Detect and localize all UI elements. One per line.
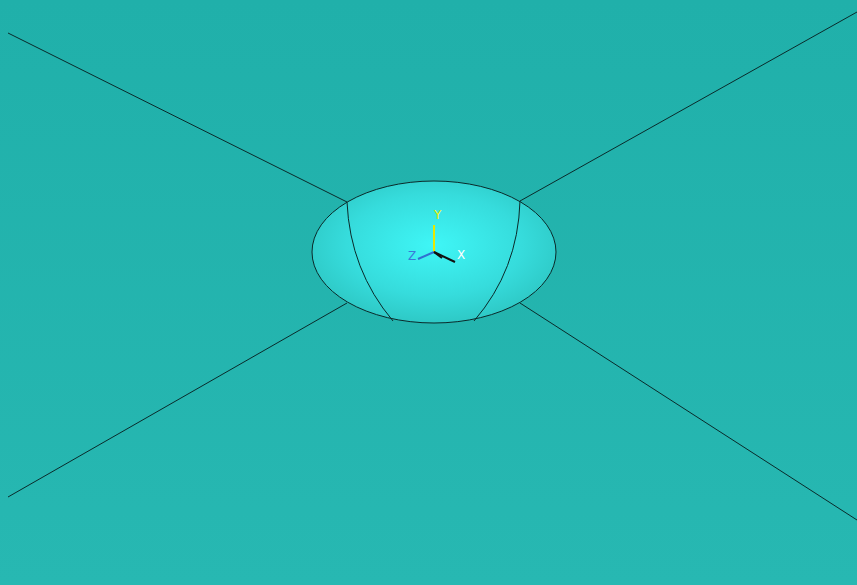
axis-label: X [457, 249, 465, 261]
axis-label: Y [434, 209, 441, 221]
axis-label: Z [408, 250, 416, 262]
dimple-edges [347, 201, 520, 321]
axis-triad [418, 225, 455, 262]
edge-lines [8, 12, 857, 520]
elliptical-dimple [312, 181, 556, 323]
